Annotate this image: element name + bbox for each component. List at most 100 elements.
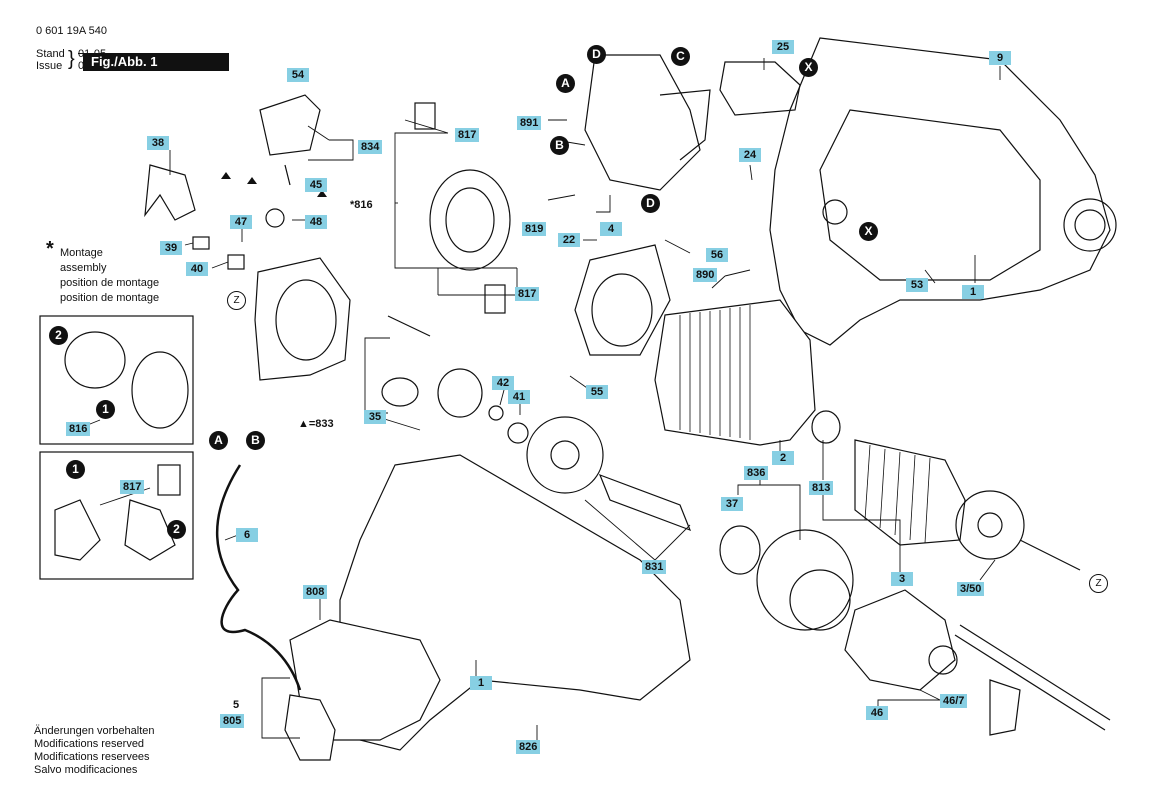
armature [854, 439, 966, 546]
part-label-42: 42 [492, 376, 514, 390]
switch-body [584, 54, 701, 191]
callout-2: 2 [167, 520, 186, 539]
part-label-817-inset: 817 [120, 480, 145, 494]
inset-box-bottom [39, 451, 194, 580]
callout-X: X [799, 58, 818, 77]
footer-line: Änderungen vorbehalten [34, 725, 155, 737]
brush-817 [414, 102, 436, 130]
armature-shaft [1019, 539, 1081, 571]
housing-opening [1063, 198, 1117, 252]
callout-1: 1 [66, 460, 85, 479]
bracket-25 [719, 61, 801, 116]
part-label-836: 836 [744, 466, 769, 480]
gear-large [526, 416, 604, 494]
part-label-3: 3 [891, 572, 913, 586]
legend-line: position de montage [60, 277, 160, 289]
armature-fan [955, 490, 1025, 560]
inset-ring [131, 351, 189, 429]
part-label-48: 48 [305, 215, 327, 229]
spindle [598, 473, 692, 532]
spring-41 [507, 422, 529, 444]
gear-large-hub [550, 440, 580, 470]
part-label-53: 53 [906, 278, 928, 292]
part-label-833: ▲=833 [298, 418, 334, 430]
pin-shaft [387, 315, 431, 337]
end-plate-ring [275, 279, 337, 361]
callout-Z: Z [1089, 574, 1108, 593]
chuck-key-bar [959, 624, 1111, 721]
part-label-39: 39 [160, 241, 182, 255]
part-label-35: 35 [364, 410, 386, 424]
part-number: 0 601 19A 540 [36, 25, 107, 37]
spring-45 [284, 164, 291, 186]
legend-line: Montage [60, 247, 103, 259]
chuck-nose [928, 645, 958, 675]
legend-star: * [46, 238, 54, 260]
brush-plate [574, 244, 671, 356]
armature-slots [864, 444, 931, 544]
part-label-890: 890 [693, 268, 718, 282]
part-47 [265, 208, 285, 228]
gear-housing-inner [789, 569, 851, 631]
armature-fan-hub [977, 512, 1003, 538]
bush-37 [719, 525, 761, 575]
part-label-817: 817 [515, 287, 540, 301]
stator-windings [679, 305, 751, 440]
legend-line: assembly [60, 262, 107, 274]
housing-opening [1074, 209, 1106, 241]
washer-42 [488, 405, 504, 421]
part-label-816-inset: 816 [66, 422, 91, 436]
field-stator [654, 299, 816, 446]
housing-shell [769, 37, 1111, 346]
power-cable [215, 464, 302, 691]
callout-X: X [859, 222, 878, 241]
part-label-834: 834 [358, 140, 383, 154]
part-label-5: 5 [233, 699, 240, 711]
part-label-4: 4 [600, 222, 622, 236]
brush-817 [157, 464, 181, 496]
brush-plate-ring [591, 273, 653, 347]
part-label-54: 54 [287, 68, 309, 82]
part-label-37: 37 [721, 497, 743, 511]
part-label-46: 46 [866, 706, 888, 720]
figure-tag: Fig./Abb. 1 [83, 53, 229, 71]
callout-1: 1 [96, 400, 115, 419]
gear-housing-ring [756, 529, 854, 631]
part-label-56: 56 [706, 248, 728, 262]
callout-C: C [671, 47, 690, 66]
part-label-22: 22 [558, 233, 580, 247]
callout-A: A [209, 431, 228, 450]
brush-ring-inner [445, 187, 495, 253]
part-label-9: 9 [989, 51, 1011, 65]
callout-B: B [246, 431, 265, 450]
issue-label: Issue [36, 60, 63, 72]
brush-ring [429, 169, 511, 271]
bearing-hex [437, 368, 483, 418]
part-label-1: 1 [962, 285, 984, 299]
legend-line: position de montage [60, 292, 160, 304]
lever-38 [144, 164, 196, 221]
part-label-831: 831 [642, 560, 667, 574]
part-label-6: 6 [236, 528, 258, 542]
bearing-813 [811, 410, 841, 444]
part-label-805: 805 [220, 714, 245, 728]
part-label-25: 25 [772, 40, 794, 54]
chuck-key-handle [989, 679, 1021, 736]
inset-box-top [39, 315, 194, 445]
part-label-46-7: 46/7 [940, 694, 968, 708]
callout-2: 2 [49, 326, 68, 345]
part-label-38: 38 [147, 136, 169, 150]
chuck-key-bar [954, 634, 1106, 731]
part-label-40: 40 [186, 262, 208, 276]
part-label-817: 817 [455, 128, 480, 142]
callout-D: D [587, 45, 606, 64]
cap-54 [259, 94, 321, 156]
part-40 [227, 254, 245, 270]
part-label-47: 47 [230, 215, 252, 229]
end-plate [254, 257, 351, 381]
part-label-24: 24 [739, 148, 761, 162]
part-label-2: 2 [772, 451, 794, 465]
part-label-45: 45 [305, 178, 327, 192]
part-label-826: 826 [516, 740, 541, 754]
